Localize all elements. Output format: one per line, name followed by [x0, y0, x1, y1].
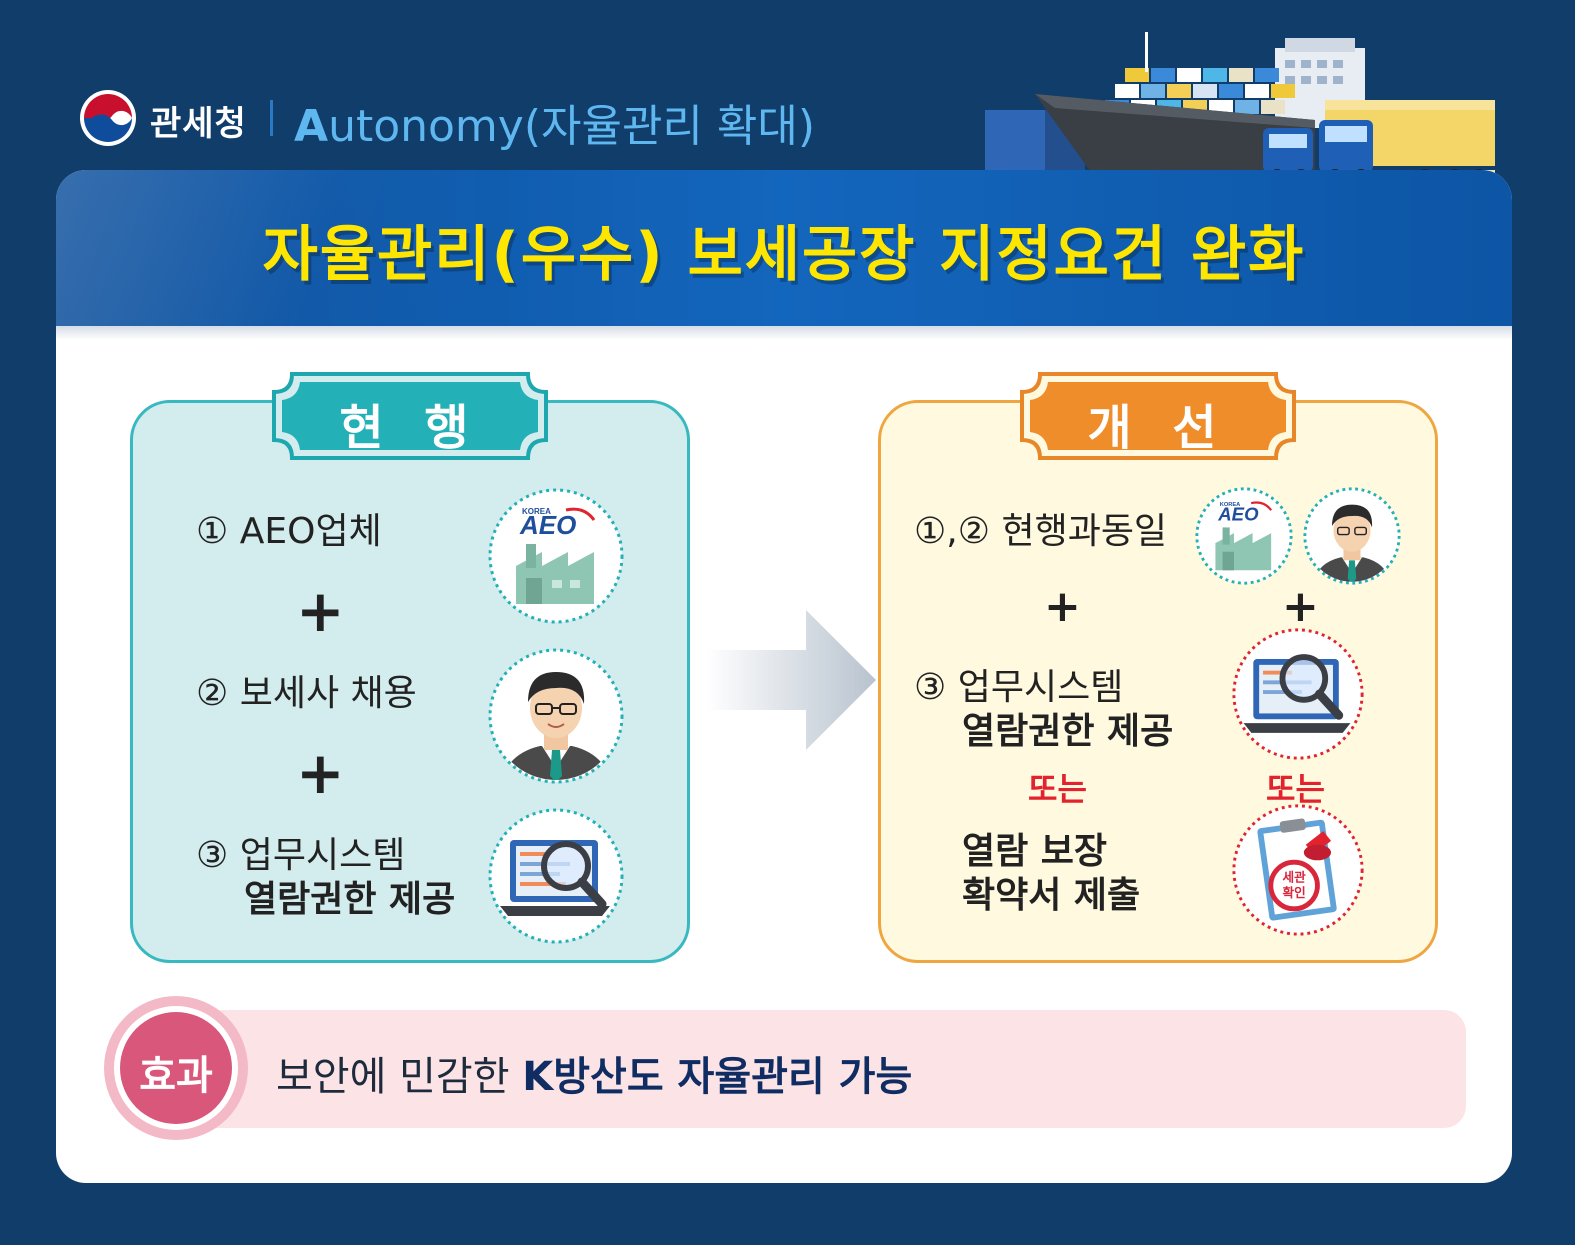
effect-badge-circle: [104, 996, 248, 1140]
aeo-big-text-2: AEO: [1217, 503, 1259, 524]
improved-alt-line2: 확약서 제출: [962, 875, 1141, 916]
improved-item-3: ③ 업무시스템: [914, 666, 1123, 710]
current-tag-label: 현 행: [339, 400, 481, 456]
current-item-2-num: ②: [196, 673, 229, 714]
current-item-1-num: ①: [196, 511, 229, 552]
effect-badge-label: 효과: [139, 1053, 213, 1099]
customs-stamp-document-icon: 세관 확인: [1232, 804, 1364, 936]
aeo-big-text: AEO: [519, 510, 576, 540]
current-item-3: ③ 업무시스템: [196, 834, 405, 878]
main-card: 자율관리(우수) 보세공장 지정요건 완화 현 행 ① AEO업체 + ② 보세…: [56, 170, 1512, 1183]
current-item-1-text: AEO업체: [239, 511, 382, 552]
banner-shadow: [56, 326, 1512, 340]
aeo-factory-small-icon: KOREA AEO: [1195, 487, 1293, 585]
improved-plus-left: +: [1044, 581, 1081, 632]
current-tag-shape: [272, 372, 548, 460]
korea-customs-logo-icon: [80, 90, 136, 146]
subtitle-rest: utonomy(자율관리 확대): [328, 101, 816, 152]
current-item-1: ① AEO업체: [196, 510, 382, 554]
stamp-text-2: 확인: [1283, 885, 1306, 900]
current-item-2-text: 보세사 채용: [239, 673, 417, 714]
current-item-3-line1: 업무시스템: [239, 835, 406, 876]
effect-text-plain: 보안에 민감한: [276, 1054, 523, 1100]
effect-bar: [186, 1010, 1466, 1128]
improved-item-3-line2: 열람권한 제공: [962, 711, 1174, 752]
customs-officer-avatar-icon: [488, 648, 624, 784]
current-item-2: ② 보세사 채용: [196, 672, 417, 716]
improved-item-12: ①,② 현행과동일: [914, 510, 1167, 554]
effect-text-bold: K방산도 자율관리 가능: [522, 1054, 913, 1100]
improved-item-3-num: ③: [914, 667, 947, 708]
cargo-ship-trucks-illustration: [985, 32, 1495, 186]
improved-alt-line1: 열람 보장: [962, 831, 1108, 872]
improved-item-12-num: ①,②: [914, 511, 990, 552]
improved-item-12-text: 현행과동일: [1001, 511, 1168, 552]
aeo-small-text-2: KOREA: [1220, 502, 1241, 508]
current-item-3-line2: 열람권한 제공: [244, 879, 456, 920]
customs-officer-avatar-small-icon: [1303, 487, 1401, 585]
banner-shine: [56, 170, 476, 326]
title-banner: 자율관리(우수) 보세공장 지정요건 완화: [56, 170, 1512, 326]
improved-plus-right: +: [1282, 581, 1319, 632]
stamp-text: 세관: [1283, 870, 1307, 885]
aeo-small-text: KOREA: [522, 507, 551, 516]
header-subtitle: Autonomy(자율관리 확대): [294, 90, 815, 154]
header-divider: [270, 100, 273, 136]
improved-or-right: 또는: [1266, 770, 1325, 808]
page-title: 자율관리(우수) 보세공장 지정요건 완화: [262, 220, 1306, 290]
agency-name: 관세청: [150, 104, 247, 144]
improved-item-3-line1: 업무시스템: [957, 667, 1124, 708]
system-search-laptop-icon: [488, 808, 624, 944]
right-arrow-icon: [706, 610, 876, 750]
improved-or-left: 또는: [1028, 770, 1087, 808]
improved-tag-shape: [1020, 372, 1296, 460]
effect-text: 보안에 민감한 K방산도 자율관리 가능: [276, 1044, 912, 1102]
current-plus-1: +: [296, 577, 345, 645]
current-plus-2: +: [296, 739, 345, 807]
subtitle-lead: A: [294, 101, 329, 152]
improved-tag-label: 개 선: [1087, 400, 1229, 456]
current-item-3-num: ③: [196, 835, 229, 876]
system-search-laptop-small-icon: [1232, 628, 1364, 760]
aeo-factory-icon: KOREA AEO: [488, 488, 624, 624]
